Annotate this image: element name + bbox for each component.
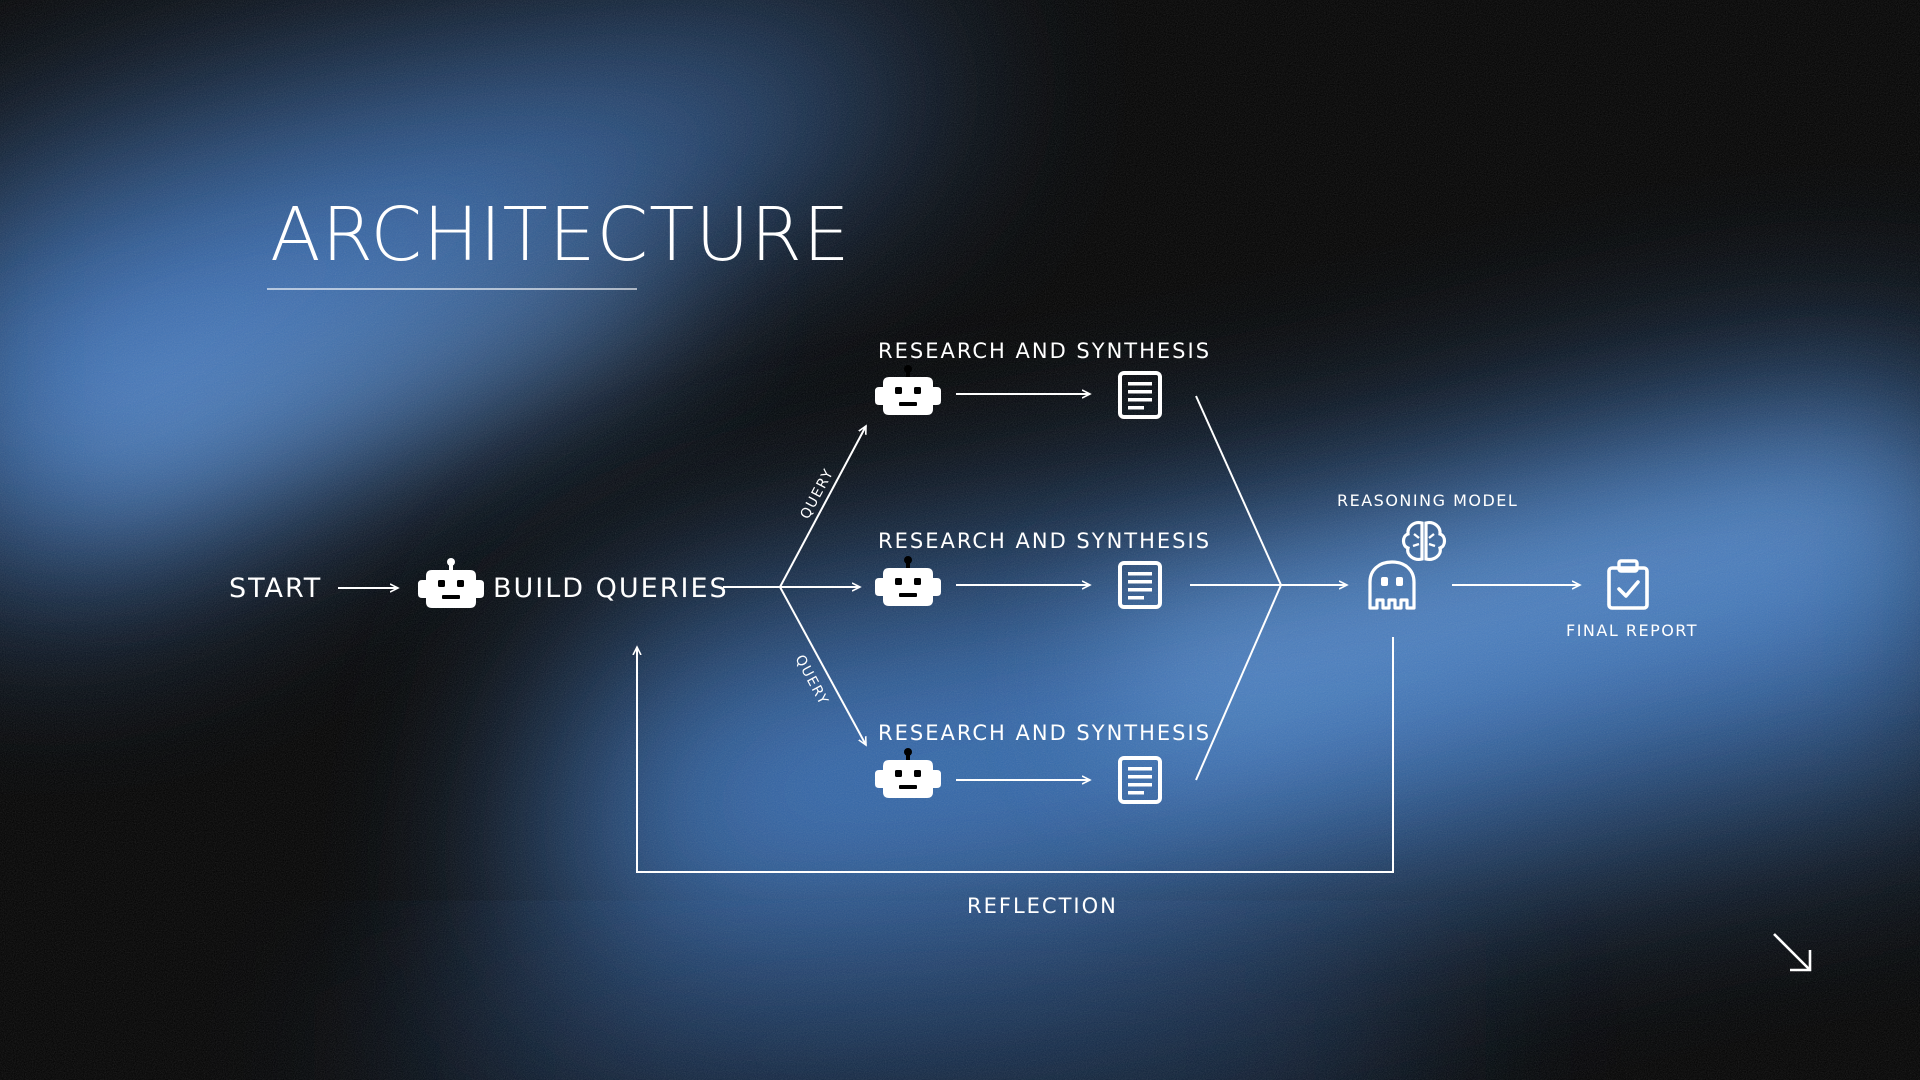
reflection-label: REFLECTION [967,894,1118,918]
research-label-bottom: RESEARCH AND SYNTHESIS [878,721,1211,745]
converge-line-top [1195,395,1282,586]
reflection-loop [637,637,1394,873]
clipboard-check-icon [1607,559,1649,610]
document-icon [1118,756,1162,804]
final-report-label: FINAL REPORT [1566,621,1698,640]
query-label-top: QUERY [797,466,837,522]
document-icon [1118,371,1162,419]
query-arrow-top [779,426,867,588]
query-label-bottom: QUERY [791,652,831,708]
robot-icon [875,748,941,798]
research-label-middle: RESEARCH AND SYNTHESIS [878,529,1211,553]
start-label: START [229,573,322,604]
brain-icon [1401,521,1447,561]
research-label-top: RESEARCH AND SYNTHESIS [878,339,1211,363]
robot-icon [875,365,941,415]
reasoning-model-label: REASONING MODEL [1337,491,1518,510]
slide-title: ARCHITECTURE [270,192,851,278]
arrow-down-right-icon[interactable] [1773,933,1812,972]
title-underline [267,288,637,290]
robot-icon [875,556,941,606]
build-queries-label: BUILD QUERIES [493,573,729,604]
query-arrow-bottom [779,586,867,745]
reasoning-robot-icon [1368,560,1416,610]
document-icon [1118,561,1162,609]
robot-icon [418,558,484,608]
converge-line-bottom [1195,584,1282,781]
